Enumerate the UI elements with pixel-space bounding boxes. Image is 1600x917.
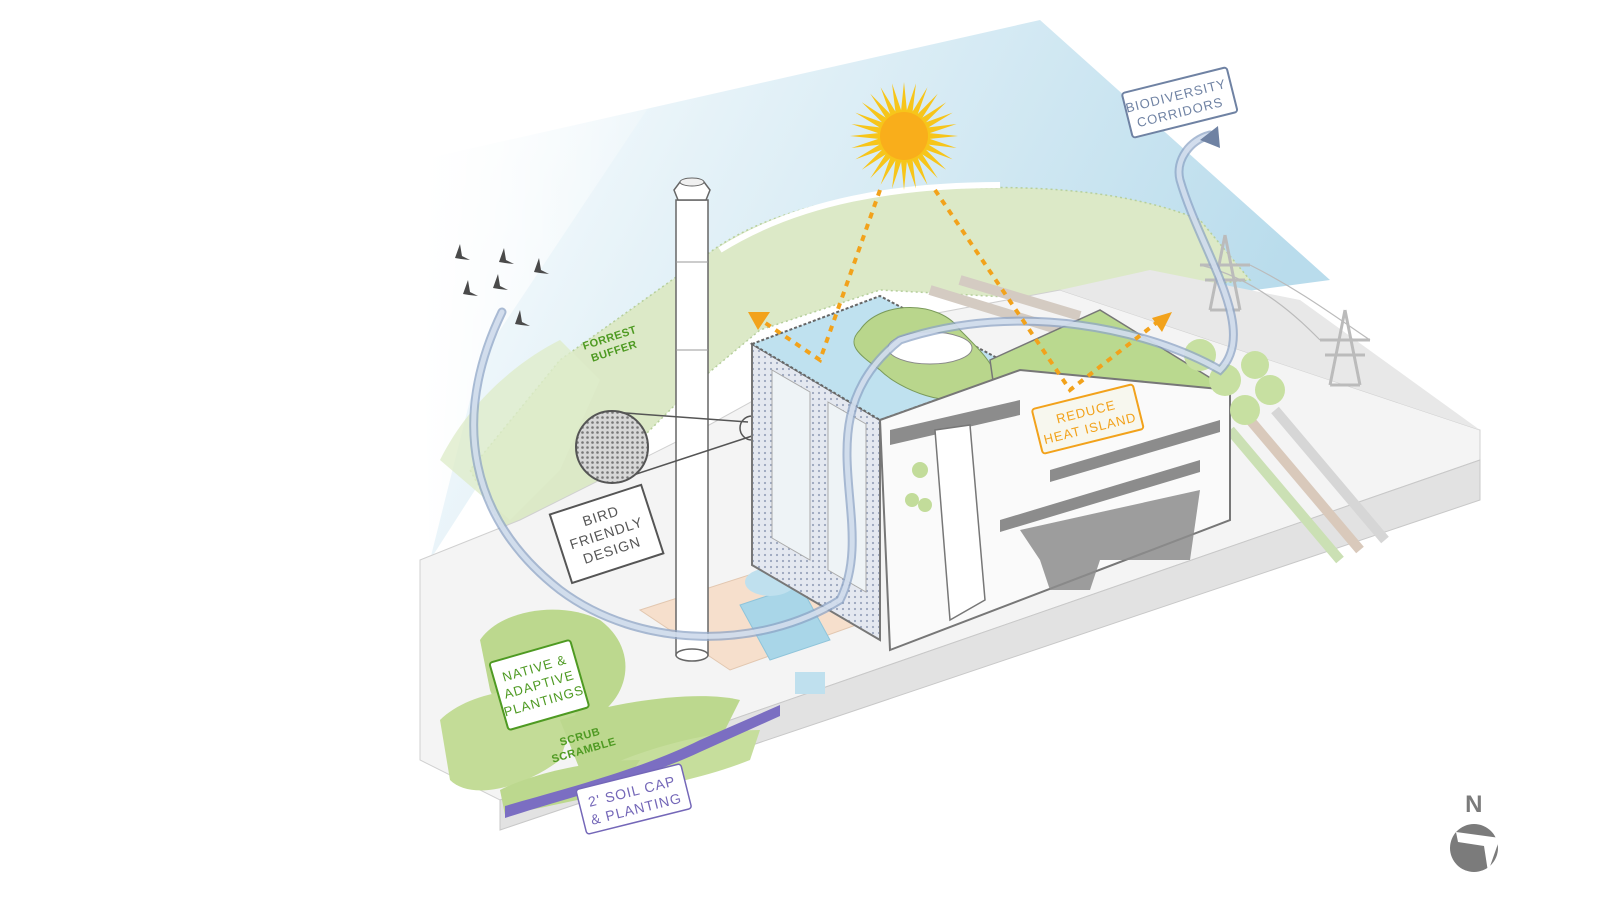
soil-cap-band [505,705,780,818]
sun-icon [850,82,958,190]
bird [463,280,478,296]
bird [455,244,470,260]
sun-core [880,112,928,160]
bird [515,310,530,326]
corridor-arrowhead [1200,126,1220,148]
bird [534,258,549,274]
mesh-magnifier [575,410,765,484]
arrowhead-left [748,312,770,330]
bird [499,248,514,264]
bird-flock-icon [455,244,549,326]
label-biodiversity-corridors: BIODIVERSITY CORRIDORS [1121,66,1239,139]
sky-and-river [420,20,1330,600]
smokestack [673,177,711,662]
north-letter: N [1465,791,1483,818]
bird [493,274,508,290]
biodiversity-corridor-path [469,126,1238,641]
heat-island-arrows [748,188,1172,393]
north-arrow-icon: N [1450,791,1500,872]
arrowhead-right [1152,312,1172,332]
label-bird-friendly-design: BIRD FRIENDLY DESIGN [548,483,665,585]
label-native-adaptive-plantings: NATIVE & ADAPTIVE PLANTINGS [488,639,590,731]
